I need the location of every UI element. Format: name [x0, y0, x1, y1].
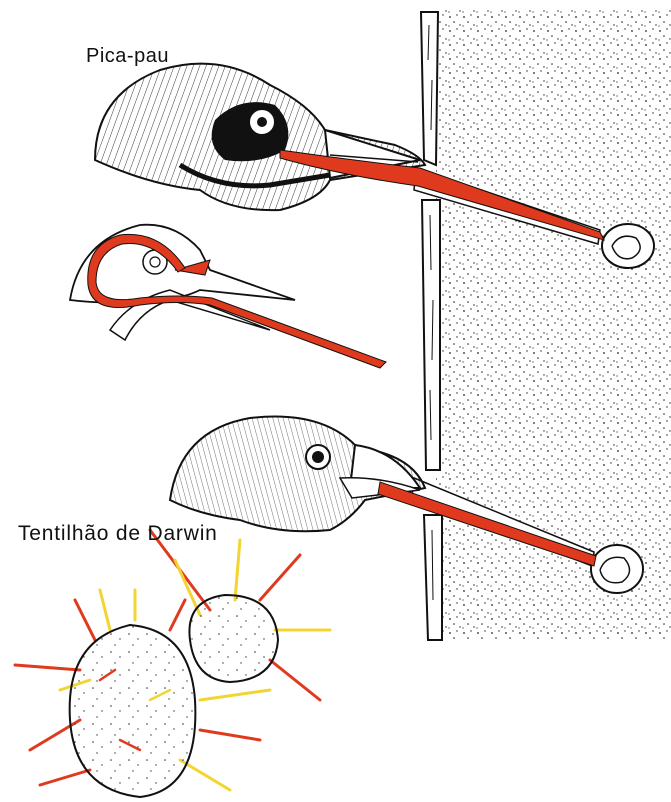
finch-label: Tentilhão de Darwin — [18, 522, 218, 546]
woodpecker-label: Pica-pau — [86, 45, 169, 68]
woodpecker-skull-tongue-diagram — [70, 225, 386, 368]
cactus-pad — [15, 530, 330, 797]
